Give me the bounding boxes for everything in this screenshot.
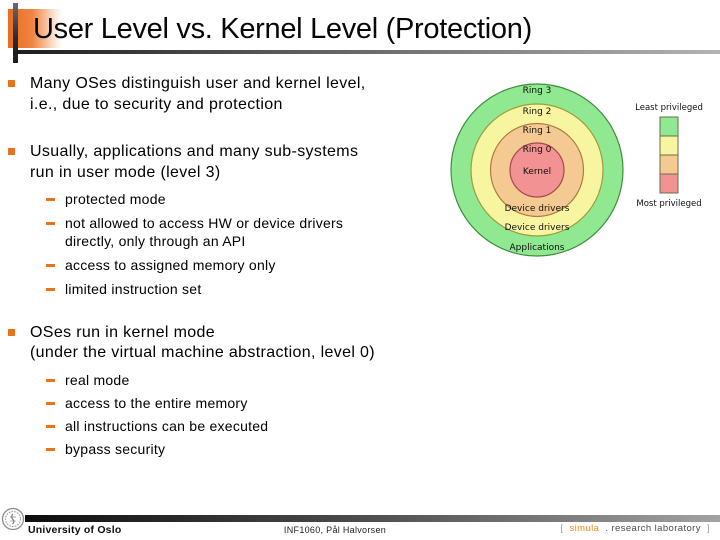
sub-line: access to the entire memory [65, 395, 248, 411]
applications-label: Applications [510, 243, 565, 253]
list-item: access to assigned memory only [46, 256, 466, 274]
legend-most-privileged: Most privileged [636, 199, 701, 209]
list-item: not allowed to access HW or device drive… [46, 214, 466, 250]
ring-1-label: Ring 1 [523, 126, 552, 136]
ring-2-label: Ring 2 [523, 107, 552, 117]
sub-line: real mode [65, 372, 130, 388]
footer-university: University of Oslo [28, 524, 122, 536]
sub-line: bypass security [65, 441, 166, 457]
bullet-3-line-2: (under the virtual machine abstraction, … [30, 344, 375, 361]
list-item: all instructions can be executed [46, 417, 466, 435]
dash-marker [46, 425, 55, 428]
list-item: protected mode [46, 190, 466, 208]
legend-swatch-orange [659, 154, 679, 175]
list-item: limited instruction set [46, 280, 466, 298]
sub-bullet-text: access to assigned memory only [65, 256, 276, 274]
simula-brand: simula [569, 523, 600, 534]
dash-marker [46, 222, 55, 225]
bullet-1-line-1: Many OSes distinguish user and kernel le… [30, 75, 366, 92]
sub-line: access to assigned memory only [65, 257, 276, 273]
dash-marker [46, 448, 55, 451]
sub-bullet-text: protected mode [65, 190, 166, 208]
bullet-2-line-1: Usually, applications and many sub-syste… [30, 143, 359, 160]
bracket-close: ] [706, 523, 710, 534]
kernel-label: Kernel [523, 167, 551, 177]
sub-bullet-text: access to the entire memory [65, 394, 248, 412]
list-item: real mode [46, 371, 466, 389]
legend-swatch-red [659, 173, 679, 194]
bullet-3-sublist: real mode access to the entire memory al… [46, 371, 466, 463]
footer-bar [25, 515, 720, 522]
bullet-3: OSes run in kernel mode (under the virtu… [30, 323, 460, 363]
dash-marker [46, 264, 55, 267]
bullet-1-line-2: i.e., due to security and protection [30, 96, 283, 113]
dash-marker [46, 379, 55, 382]
bullet-2-sublist: protected mode not allowed to access HW … [46, 190, 466, 304]
sub-bullet-text: limited instruction set [65, 280, 201, 298]
sub-bullet-text: not allowed to access HW or device drive… [65, 214, 343, 250]
device-drivers-label-outer: Device drivers [505, 223, 570, 233]
bullet-marker [8, 148, 15, 155]
bracket-open: [ [560, 523, 564, 534]
legend-least-privileged: Least privileged [635, 103, 703, 113]
footer-course-author: INF1060, Pål Halvorsen [283, 525, 387, 535]
title-underline [13, 50, 720, 54]
sub-bullet-text: bypass security [65, 440, 165, 458]
bullet-2: Usually, applications and many sub-syste… [30, 141, 460, 183]
bullet-2-line-2: run in user mode (level 3) [30, 164, 221, 181]
page-title: User Level vs. Kernel Level (Protection) [33, 13, 532, 45]
list-item: access to the entire memory [46, 394, 466, 412]
footer-simula-logo: [ simula . research laboratory ] [560, 523, 710, 534]
bullet-1: Many OSes distinguish user and kernel le… [30, 73, 460, 115]
dash-marker [46, 288, 55, 291]
sub-line: not allowed to access HW or device drive… [65, 215, 344, 231]
sub-line: all instructions can be executed [65, 418, 269, 434]
bullet-marker [8, 80, 15, 87]
ring-0-label: Ring 0 [523, 145, 552, 155]
simula-rest: . research laboratory [605, 523, 701, 534]
university-seal-icon [1, 507, 25, 531]
dash-marker [46, 198, 55, 201]
ring-3-label: Ring 3 [523, 86, 552, 96]
sub-line: limited instruction set [65, 281, 202, 297]
legend-swatch-yellow [659, 135, 679, 156]
sub-line: protected mode [65, 191, 166, 207]
dash-marker [46, 402, 55, 405]
list-item: bypass security [46, 440, 466, 458]
legend-swatch-green [659, 116, 679, 137]
bullet-marker [8, 329, 15, 336]
title-accent-vbar [13, 3, 18, 63]
sub-bullet-text: all instructions can be executed [65, 417, 268, 435]
ring-0-circle [509, 142, 565, 198]
sub-line: directly, only through an API [65, 233, 246, 249]
device-drivers-label-inner: Device drivers [505, 204, 570, 214]
protection-rings-diagram: Ring 3 Ring 2 Ring 1 Ring 0 Kernel Devic… [450, 83, 703, 257]
sub-bullet-text: real mode [65, 371, 130, 389]
bullet-3-line-1: OSes run in kernel mode [30, 324, 216, 341]
